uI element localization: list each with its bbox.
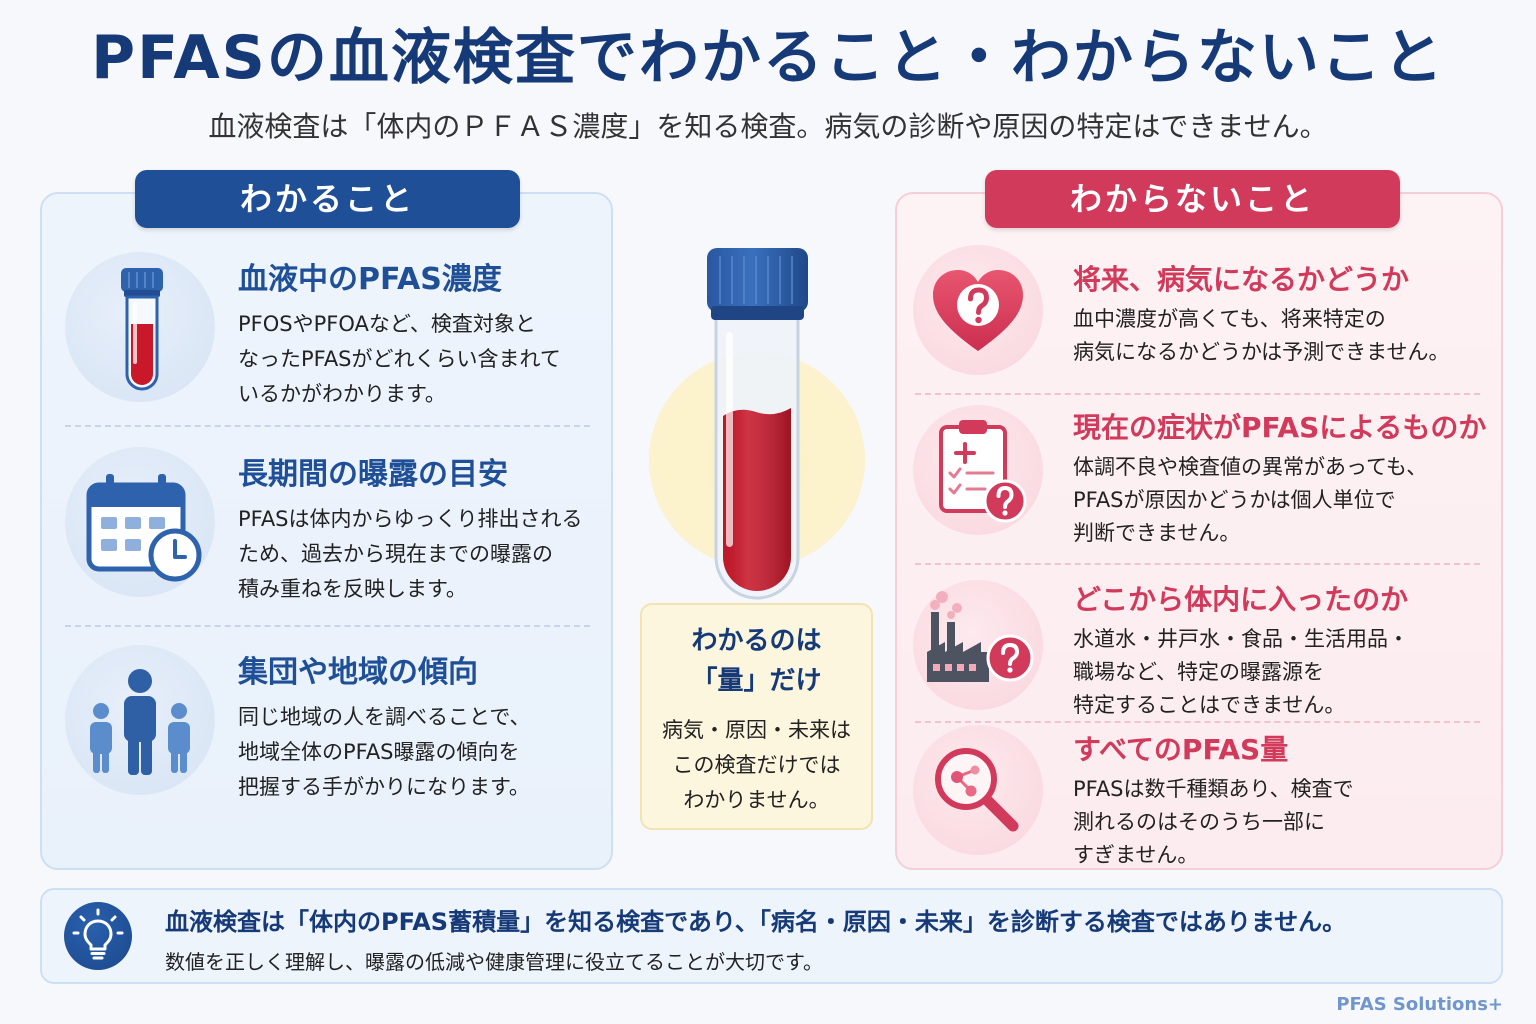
- clipboard-question-icon: [913, 405, 1043, 535]
- description-line: 体調不良や検査値の異常があっても、: [1073, 455, 1428, 479]
- description-line: ため、過去から現在までの曝露の: [238, 542, 553, 566]
- test-tube-graphic: [121, 268, 163, 391]
- description-line: PFOSやPFOAなど、検査対象と: [238, 312, 536, 336]
- description-line: 血中濃度が高くても、将来特定の: [1073, 307, 1386, 331]
- unknown-item-title: すべてのPFAS量: [1073, 733, 1289, 766]
- known-item-description: PFASは体内からゆっくり排出される ため、過去から現在までの曝露の 積み重ねを…: [238, 502, 583, 607]
- description-line: PFASが原因かどうかは個人単位で: [1073, 488, 1396, 512]
- factory-question-icon: [913, 580, 1043, 710]
- description-line: 把握する手がかりになります。: [238, 775, 530, 799]
- center-note-body: 病気・原因・未来は この検査だけでは わかりません。: [642, 713, 871, 818]
- unknown-item-title: 現在の症状がPFASによるものか: [1073, 411, 1487, 444]
- center-note-box: わかるのは 「量」だけ 病気・原因・未来は この検査だけでは わかりません。: [640, 603, 873, 830]
- people-group-icon: [65, 645, 215, 795]
- description-line: 積み重ねを反映します。: [238, 577, 467, 601]
- unknown-item-description: 血中濃度が高くても、将来特定の 病気になるかどうかは予測できません。: [1073, 303, 1498, 369]
- test-tube-icon: [65, 252, 215, 402]
- description-line: 水道水・井戸水・食品・生活用品・: [1073, 627, 1409, 651]
- known-item-group-trends: 集団や地域の傾向 同じ地域の人を調べることで、 地域全体のPFAS曝露の傾向を …: [65, 645, 605, 815]
- description-line: 職場など、特定の曝露源を: [1073, 660, 1324, 684]
- unknown-item-description: PFASは数千種類あり、検査で 測れるのはそのうち一部に すぎません。: [1073, 773, 1498, 872]
- unknown-header: わからないこと: [985, 170, 1400, 228]
- lightbulb-icon: [64, 902, 132, 970]
- factory-question-graphic: [927, 591, 1034, 682]
- lightbulb-graphic: [72, 908, 124, 960]
- people-group-graphic: [90, 669, 190, 775]
- page-title: PFASの血液検査でわかること・わからないこと: [91, 23, 1445, 93]
- description-line: すぎません。: [1073, 843, 1199, 867]
- center-body-line: 病気・原因・未来は: [662, 718, 851, 742]
- blood-test-tube-icon: [690, 240, 825, 610]
- known-item-title: 血液中のPFAS濃度: [238, 262, 502, 297]
- center-note-heading: わかるのは 「量」だけ: [642, 621, 871, 701]
- known-divider: [65, 425, 590, 427]
- unknown-item-title: どこから体内に入ったのか: [1073, 583, 1409, 616]
- unknown-divider: [915, 721, 1480, 723]
- description-line: 同じ地域の人を調べることで、: [238, 705, 531, 729]
- description-line: 測れるのはそのうち一部に: [1073, 810, 1325, 834]
- description-line: いるかがわかります。: [238, 382, 446, 406]
- unknown-item-description: 体調不良や検査値の異常があっても、 PFASが原因かどうかは個人単位で 判断でき…: [1073, 451, 1498, 550]
- summary-bar: [40, 888, 1503, 984]
- unknown-item-future-disease: 将来、病気になるかどうか 血中濃度が高くても、将来特定の 病気になるかどうかは予…: [1073, 260, 1498, 369]
- known-item-title: 長期間の曝露の目安: [238, 457, 508, 492]
- center-body-line: この検査だけでは: [672, 753, 841, 777]
- known-item-description: 同じ地域の人を調べることで、 地域全体のPFAS曝露の傾向を 把握する手がかりに…: [238, 700, 531, 805]
- description-line: なったPFASがどれくらい含まれて: [238, 347, 561, 371]
- description-line: 病気になるかどうかは予測できません。: [1073, 340, 1450, 364]
- unknown-item-current-symptoms: 現在の症状がPFASによるものか 体調不良や検査値の異常があっても、 PFASが…: [1073, 408, 1498, 550]
- summary-sub-text: 数値を正しく理解し、曝露の低減や健康管理に役立てることが大切です。: [165, 950, 823, 974]
- description-line: 特定することはできません。: [1073, 693, 1346, 717]
- blood-test-tube-graphic: [707, 248, 808, 600]
- unknown-divider: [915, 393, 1480, 395]
- description-line: PFASは体内からゆっくり排出される: [238, 507, 583, 531]
- page-subtitle: 血液検査は「体内のＰＦＡＳ濃度」を知る検査。病気の診断や原因の特定はできません。: [208, 110, 1328, 143]
- heart-question-icon: [913, 245, 1043, 375]
- clipboard-question-graphic: [939, 420, 1027, 523]
- description-line: PFASは数千種類あり、検査で: [1073, 777, 1354, 801]
- known-divider: [65, 625, 590, 627]
- magnifier-molecule-icon: [913, 725, 1043, 855]
- center-heading-line: わかるのは: [691, 626, 822, 656]
- known-item-title: 集団や地域の傾向: [238, 655, 478, 690]
- summary-main-text: 血液検査は「体内のPFAS蓄積量」を知る検査であり、「病名・原因・未来」を診断す…: [165, 908, 1347, 936]
- magnifier-molecule-graphic: [935, 748, 1019, 832]
- unknown-divider: [915, 563, 1480, 565]
- unknown-item-title: 将来、病気になるかどうか: [1073, 263, 1410, 296]
- known-item-long-term-exposure: 長期間の曝露の目安 PFASは体内からゆっくり排出される ため、過去から現在まで…: [65, 447, 605, 617]
- calendar-clock-icon: [65, 447, 215, 597]
- unknown-item-description: 水道水・井戸水・食品・生活用品・ 職場など、特定の曝露源を 特定することはできま…: [1073, 623, 1498, 722]
- unknown-item-exposure-source: どこから体内に入ったのか 水道水・井戸水・食品・生活用品・ 職場など、特定の曝露…: [1073, 580, 1498, 722]
- calendar-clock-graphic: [86, 474, 202, 582]
- description-line: 地域全体のPFAS曝露の傾向を: [238, 740, 520, 764]
- known-item-blood-concentration: 血液中のPFAS濃度 PFOSやPFOAなど、検査対象と なったPFASがどれく…: [65, 252, 605, 422]
- brand-logo-text: PFAS Solutions+: [1336, 994, 1503, 1015]
- center-body-line: わかりません。: [683, 788, 830, 812]
- heart-question-graphic: [933, 270, 1023, 351]
- known-item-description: PFOSやPFOAなど、検査対象と なったPFASがどれくらい含まれて いるかが…: [238, 307, 561, 412]
- center-heading-line: 「量」だけ: [691, 666, 822, 696]
- description-line: 判断できません。: [1073, 521, 1241, 545]
- unknown-item-all-pfas: すべてのPFAS量 PFASは数千種類あり、検査で 測れるのはそのうち一部に す…: [1073, 730, 1498, 872]
- known-header: わかること: [135, 170, 520, 228]
